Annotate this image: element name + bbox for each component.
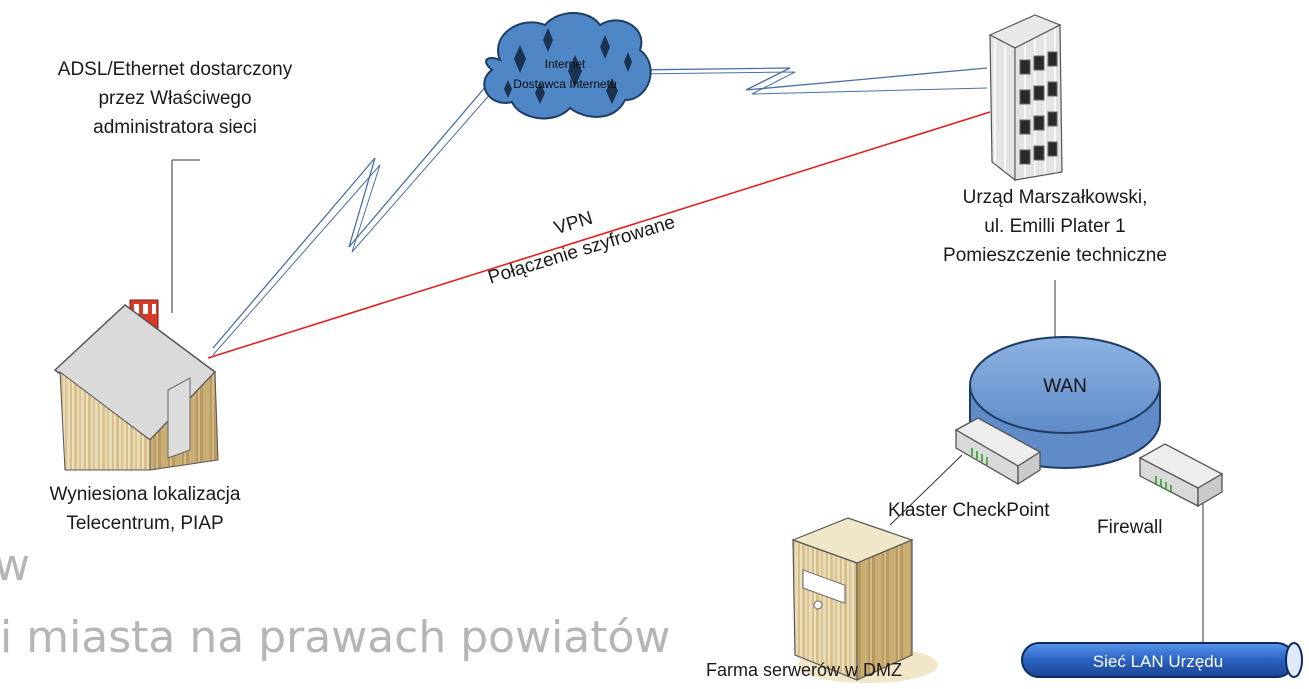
firewall-label: Firewall: [1097, 517, 1163, 538]
urzad-label-line-1: Urząd Marszałkowski,: [962, 187, 1148, 208]
vpn-label-group: VPN Połączenie szyfrowane: [486, 208, 678, 289]
cloud-label-2: Dostawca Internetu: [513, 77, 616, 91]
server-farm-label: Farma serwerów w DMZ: [706, 660, 903, 680]
lan-label: Sieć LAN Urzędu: [1093, 652, 1223, 671]
background-text-2: i miasta na prawach powiatów: [0, 612, 671, 663]
urzad-label-line-3: Pomieszczenie techniczne: [943, 245, 1167, 266]
server-tower-icon: [791, 517, 938, 683]
remote-label-line-2: Telecentrum, PIAP: [66, 513, 224, 534]
urzad-label-line-2: ul. Emilli Plater 1: [984, 216, 1126, 237]
office-building-icon: [988, 14, 1063, 182]
wireless-link-house-cloud-2: [212, 91, 493, 356]
internet-cloud-icon: [483, 12, 652, 120]
wireless-link-cloud-building: [631, 67, 988, 91]
vpn-link: [207, 111, 991, 359]
background-text-1: w: [0, 540, 30, 591]
vpn-label: VPN: [552, 208, 596, 240]
adsl-label: ADSL/Ethernet dostarczony przez Właściwe…: [15, 55, 335, 142]
adsl-label-line-3: administratora sieci: [93, 117, 257, 138]
lan-pipe-icon: [1021, 642, 1303, 678]
remote-label-line-1: Wyniesiona lokalizacja: [49, 484, 241, 505]
urzad-label: Urząd Marszałkowski, ul. Emilli Plater 1…: [900, 183, 1210, 270]
remote-location-label: Wyniesiona lokalizacja Telecentrum, PIAP: [0, 480, 290, 538]
cluster-label: Klaster CheckPoint: [888, 500, 1050, 521]
wan-label: WAN: [1043, 376, 1087, 397]
links: [171, 67, 1204, 655]
wireless-link-cloud-building-2: [631, 71, 988, 95]
wan-to-farm: [889, 454, 963, 526]
wireless-link-house-cloud: [212, 84, 488, 349]
adsl-label-line-1: ADSL/Ethernet dostarczony: [57, 59, 293, 80]
router-icon-firewall: [1138, 443, 1224, 508]
cloud-label-1: Internet: [545, 57, 586, 71]
router-icon-checkpoint: [954, 417, 1042, 486]
house-icon: [53, 299, 219, 471]
adsl-label-line-2: przez Właściwego: [98, 88, 252, 109]
